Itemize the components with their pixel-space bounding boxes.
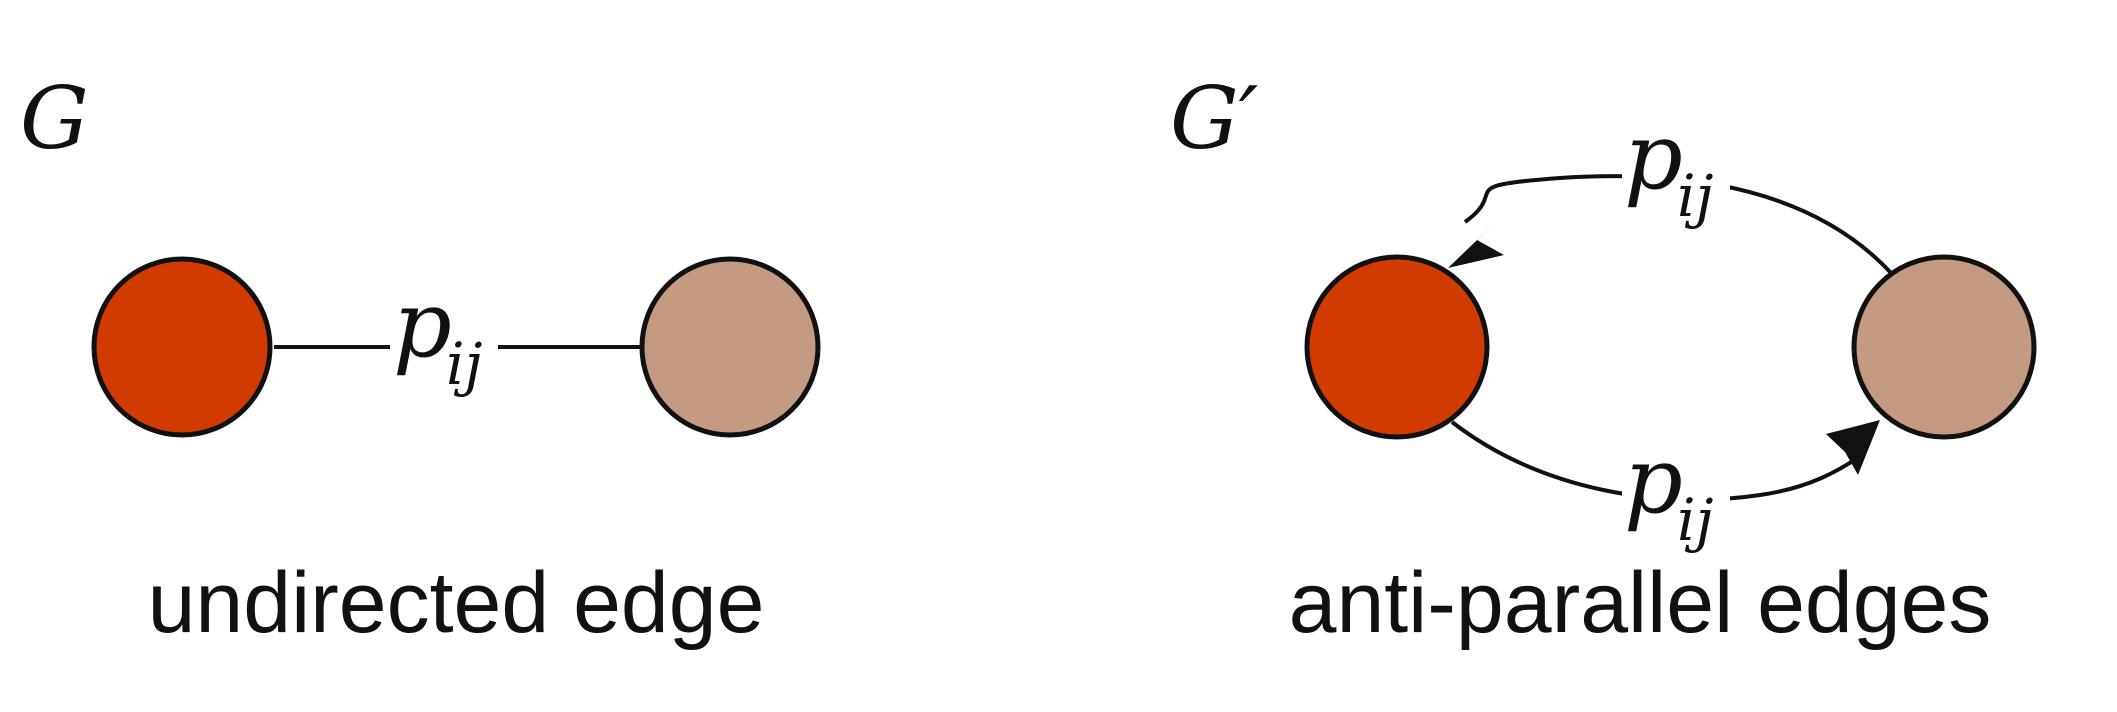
top-edge-arrowhead bbox=[1448, 218, 1504, 268]
graph-name-g-prime: G′ bbox=[1170, 69, 1258, 169]
caption-undirected-edge: undirected edge bbox=[148, 555, 765, 651]
top-edge-label-bg bbox=[1622, 130, 1730, 210]
bottom-edge-label-subscript: ij bbox=[1677, 486, 1714, 554]
bottom-edge-label-base: p bbox=[1624, 427, 1683, 534]
bottom-edge-label-bg bbox=[1622, 455, 1730, 535]
node-i-right bbox=[1304, 254, 1490, 440]
node-i-left bbox=[91, 256, 273, 438]
node-j-left bbox=[639, 256, 821, 438]
top-edge-label: p ij bbox=[1624, 103, 1714, 230]
bottom-edge-arrowhead bbox=[1826, 420, 1880, 475]
left-panel: G p ij undirected edge bbox=[20, 69, 821, 651]
edge-label-subscript: ij bbox=[446, 330, 483, 398]
caption-anti-parallel-edges: anti-parallel edges bbox=[1289, 555, 1992, 651]
undirected-edge-label: p ij bbox=[393, 271, 483, 398]
right-panel: G′ p ij p ij anti-parallel edges bbox=[1170, 69, 2037, 651]
top-edge-arc bbox=[1463, 174, 1894, 276]
graph-name-g: G bbox=[20, 69, 89, 169]
top-edge-label-base: p bbox=[1624, 103, 1683, 210]
top-edge-label-subscript: ij bbox=[1677, 162, 1714, 230]
edge-label-base: p bbox=[393, 271, 452, 378]
node-j-right bbox=[1851, 254, 2037, 440]
bottom-edge-label: p ij bbox=[1624, 427, 1714, 554]
